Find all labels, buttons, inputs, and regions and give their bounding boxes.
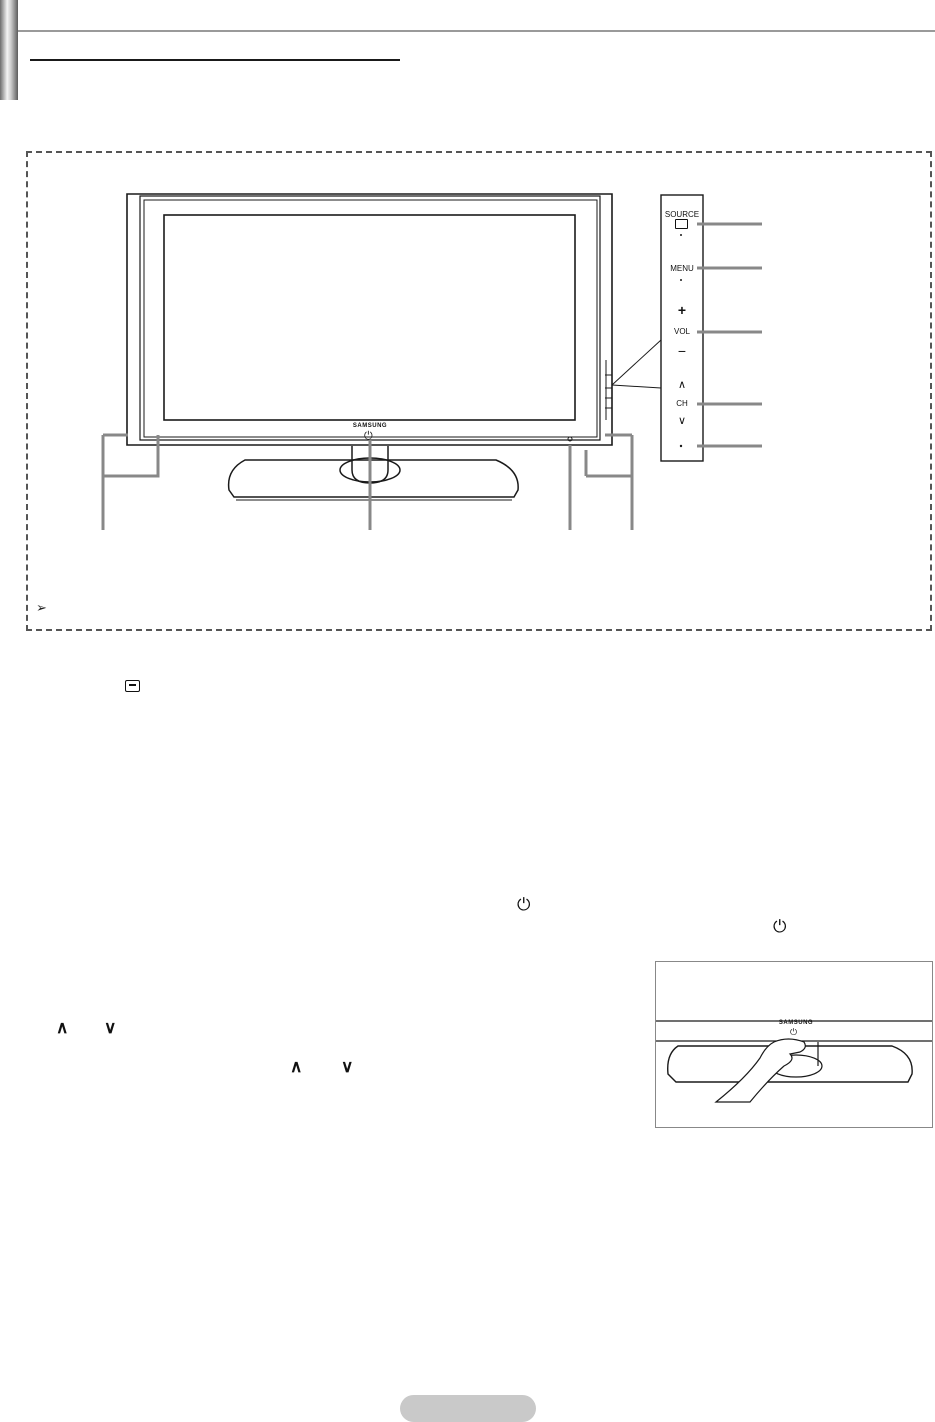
side-panel-callouts — [697, 222, 762, 448]
tv-brand-logo: SAMSUNG — [352, 423, 388, 429]
power-icon: ⏻ — [517, 895, 531, 914]
power-icon: ⏻ — [773, 917, 787, 936]
tv-front-diagram — [101, 193, 762, 530]
source-button-label: SOURCE — [664, 210, 700, 219]
channel-up-icon: ∧ — [290, 1057, 303, 1076]
tv-stand — [227, 446, 519, 501]
channel-down-icon: ∨ — [341, 1057, 354, 1076]
source-icon[interactable] — [675, 219, 688, 229]
header-rule — [18, 30, 935, 32]
photo-power-icon: ⏻ — [790, 1027, 798, 1037]
tv-power-button-icon[interactable]: ⏻ — [364, 430, 373, 442]
ch-button-label: CH — [676, 399, 688, 408]
ch-down-button[interactable]: ∨ — [677, 415, 687, 427]
source-input-icon — [125, 680, 140, 692]
vol-button-label: VOL — [673, 327, 690, 336]
tv-body — [126, 193, 613, 446]
speaker-callouts — [101, 433, 634, 530]
tv-diagram-frame — [26, 151, 932, 631]
ch-up-button[interactable]: ∧ — [677, 379, 687, 391]
tv-side-button-strip — [605, 360, 612, 420]
header-side-bar — [0, 0, 18, 100]
channel-down-icon: ∨ — [104, 1018, 117, 1037]
title-underline — [30, 59, 400, 61]
vol-up-button[interactable]: + — [677, 302, 687, 318]
menu-button-label: MENU — [670, 264, 694, 273]
channel-up-icon: ∧ — [56, 1018, 69, 1037]
tv-screen — [163, 214, 576, 421]
page-number-tab — [400, 1395, 536, 1422]
photo-illustration — [656, 1020, 932, 1103]
photo-brand-logo: SAMSUNG — [778, 1020, 814, 1026]
power-button-photo: SAMSUNG ⏻ — [655, 961, 933, 1128]
side-panel-zoom — [660, 194, 704, 462]
note-arrow-icon: ➢ — [36, 600, 47, 615]
vol-down-button[interactable]: − — [677, 343, 687, 359]
